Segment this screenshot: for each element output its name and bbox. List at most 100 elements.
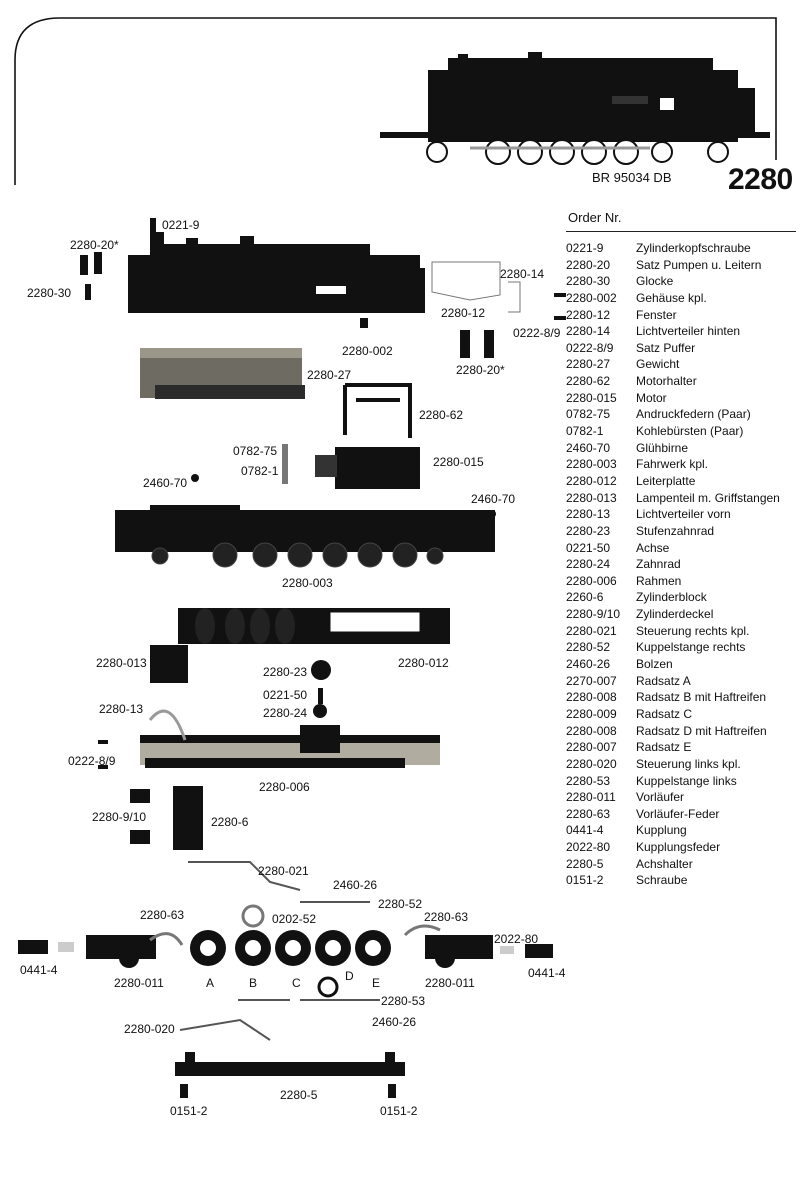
callout: 2280-5 xyxy=(280,1088,318,1102)
gear-part xyxy=(311,660,331,680)
motor-holder-part xyxy=(343,383,412,438)
callout: 2280-011 xyxy=(114,976,164,990)
weight-part xyxy=(140,348,305,399)
wheelset-letter: B xyxy=(249,976,258,990)
callout: 2280-27 xyxy=(307,368,352,382)
light-guide-part xyxy=(431,261,521,313)
part-description: Rahmen xyxy=(636,573,682,588)
part-description: Radsatz C xyxy=(636,706,693,721)
callout: 2460-26 xyxy=(333,878,378,892)
part-number: 2022-80 xyxy=(566,840,611,855)
part-description: Radsatz E xyxy=(636,740,692,755)
callout: 2460-70 xyxy=(471,492,516,506)
callout: 2280-30 xyxy=(27,286,72,300)
part-description: Zahnrad xyxy=(636,557,681,572)
part-description: Bolzen xyxy=(636,657,673,672)
part-number: 2280-020 xyxy=(566,756,617,771)
valve-gear-part xyxy=(188,861,370,903)
callout: 0441-4 xyxy=(20,963,58,977)
part-description: Radsatz A xyxy=(636,673,691,688)
part-description: Andruckfedern (Paar) xyxy=(636,407,751,422)
housing-part xyxy=(128,232,425,328)
part-description: Vorläufer-Feder xyxy=(636,806,720,821)
screw-part xyxy=(150,218,156,244)
order-table-heading: Order Nr. xyxy=(568,210,622,225)
callout: 0441-4 xyxy=(528,966,566,980)
motor-part xyxy=(282,444,420,489)
callout: 2280-23 xyxy=(263,665,308,679)
parts-row: 2460-26 Bolzen xyxy=(566,656,800,673)
callout: 2280-12 xyxy=(441,306,486,320)
frame-part xyxy=(140,709,440,768)
callout: 2280-6 xyxy=(211,815,249,829)
lamp-part xyxy=(150,645,188,683)
callout: 2280-006 xyxy=(259,780,310,794)
callout: 2280-003 xyxy=(282,576,333,590)
part-number: 2280-007 xyxy=(566,740,617,755)
part-description: Glühbirne xyxy=(636,440,689,455)
callout: 2022-80 xyxy=(494,932,539,946)
part-number: 2460-26 xyxy=(566,657,611,672)
callout: 0221-50 xyxy=(263,688,308,702)
callout: 0222-8/9 xyxy=(68,754,116,768)
part-description: Zylinderkopfschraube xyxy=(636,241,751,255)
callout: 0221-9 xyxy=(162,218,200,232)
callout: 0151-2 xyxy=(380,1104,418,1118)
callout: 2280-14 xyxy=(500,267,545,281)
part-description: Lichtverteiler hinten xyxy=(636,324,741,339)
part-number: 2280-20 xyxy=(566,257,611,272)
part-number: 2280-003 xyxy=(566,457,617,472)
parts-row: 2270-007 Radsatz A xyxy=(566,673,800,690)
part-number: 2270-007 xyxy=(566,673,617,688)
part-number: 0151-2 xyxy=(566,873,604,888)
callout: 2280-012 xyxy=(398,656,449,670)
callout: 2280-013 xyxy=(96,656,147,670)
parts-row: 2280-006 Rahmen xyxy=(566,573,800,590)
part-number: 0222-8/9 xyxy=(566,340,614,355)
part-number: 0221-9 xyxy=(566,241,604,255)
callout: 2280-021 xyxy=(258,864,309,878)
callout: 2280-62 xyxy=(419,408,464,422)
parts-row: 2280-007 Radsatz E xyxy=(566,739,800,756)
cylinder-part xyxy=(130,786,203,850)
callout: 2280-9/10 xyxy=(92,810,147,824)
part-description: Schraube xyxy=(636,873,688,888)
part-description: Glocke xyxy=(636,274,674,289)
part-description: Stufenzahnrad xyxy=(636,523,715,538)
locomotive-illustration xyxy=(380,52,770,165)
axle-holder-part xyxy=(175,1052,405,1098)
part-description: Kupplung xyxy=(636,823,687,838)
chassis-part xyxy=(115,505,495,568)
part-number: 2280-006 xyxy=(566,573,617,588)
valve-gear-left-part xyxy=(179,999,380,1041)
part-number: 2280-53 xyxy=(566,773,611,788)
part-number: 2280-9/10 xyxy=(566,607,621,622)
part-number: 0782-1 xyxy=(566,424,604,439)
callout: 2460-70 xyxy=(143,476,188,490)
callout: 0202-52 xyxy=(272,912,317,926)
part-number: 2280-13 xyxy=(566,507,611,522)
